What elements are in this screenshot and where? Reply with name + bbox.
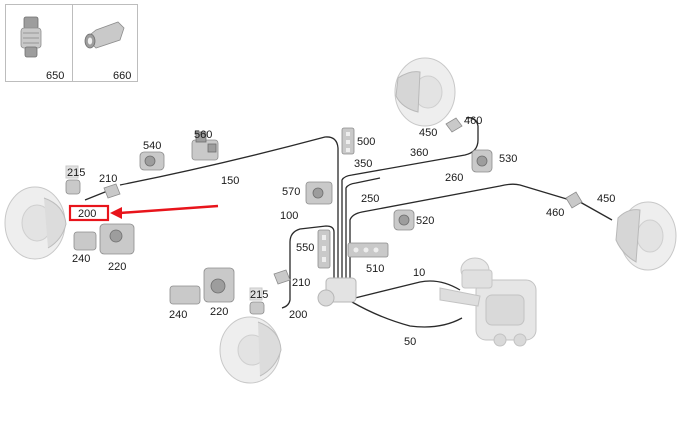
- brake-pipe-50: [351, 301, 463, 328]
- label-215-rear: 215: [250, 289, 268, 301]
- part-460-clip-rear[interactable]: [565, 191, 583, 209]
- part-510-rail[interactable]: [347, 242, 389, 258]
- inset-label-660: 660: [113, 70, 131, 82]
- label-100: 100: [280, 210, 298, 222]
- label-510: 510: [366, 263, 384, 275]
- label-220-rear: 220: [210, 306, 228, 318]
- label-10: 10: [413, 267, 425, 279]
- part-215-bleeder-rear[interactable]: [249, 287, 265, 315]
- label-570: 570: [282, 186, 300, 198]
- part-540-bracket[interactable]: [139, 151, 165, 171]
- brake-pipe-250: [349, 183, 571, 280]
- label-150: 150: [221, 175, 239, 187]
- front-left-brake-disc: [4, 186, 67, 260]
- label-240-front: 240: [72, 253, 90, 265]
- label-215-front: 215: [67, 167, 85, 179]
- part-210-clip-rear[interactable]: [273, 269, 291, 285]
- label-530: 530: [499, 153, 517, 165]
- inset-divider: [72, 5, 73, 81]
- label-560: 560: [194, 129, 212, 141]
- label-450-rear: 450: [597, 193, 615, 205]
- highlight-marker: [68, 204, 219, 222]
- label-460-rear: 460: [546, 207, 564, 219]
- label-220-front: 220: [108, 261, 126, 273]
- distributor-block[interactable]: [317, 277, 357, 307]
- brake-pipes: [84, 117, 613, 328]
- part-570-block[interactable]: [305, 181, 333, 205]
- part-240-holder-rear[interactable]: [169, 285, 201, 305]
- part-520-bracket[interactable]: [393, 209, 415, 231]
- part-500-clip[interactable]: [341, 127, 355, 155]
- label-550: 550: [296, 242, 314, 254]
- brake-pipe-100: [281, 225, 335, 309]
- label-360: 360: [410, 147, 428, 159]
- threaded-plug-icon[interactable]: [20, 16, 42, 58]
- part-560-valve[interactable]: [191, 131, 219, 161]
- label-210-rear: 210: [292, 277, 310, 289]
- part-550-clip[interactable]: [317, 229, 331, 269]
- front-right-brake-disc: [394, 57, 456, 127]
- rear-right-brake-disc: [615, 201, 677, 271]
- label-210-front: 210: [99, 173, 117, 185]
- label-200-highlight: 200: [78, 208, 96, 220]
- label-260: 260: [445, 172, 463, 184]
- label-450-front: 450: [419, 127, 437, 139]
- part-220-caliper-front[interactable]: [99, 223, 135, 255]
- brake-pipe-10: [354, 280, 461, 299]
- label-50: 50: [404, 336, 416, 348]
- label-240-rear: 240: [169, 309, 187, 321]
- label-200: 200: [289, 309, 307, 321]
- brake-booster-assembly: [439, 257, 537, 347]
- label-540: 540: [143, 140, 161, 152]
- label-350: 350: [354, 158, 372, 170]
- inset-label-650: 650: [46, 70, 64, 82]
- label-460-front: 460: [464, 115, 482, 127]
- label-500: 500: [357, 136, 375, 148]
- part-210-clip-front[interactable]: [103, 183, 121, 199]
- label-520: 520: [416, 215, 434, 227]
- part-220-caliper-rear[interactable]: [203, 267, 235, 303]
- highlight-arrow-head: [110, 207, 122, 219]
- part-215-bleeder-front[interactable]: [65, 165, 81, 195]
- highlight-arrow-line: [119, 204, 219, 215]
- brake-pipe-150: [119, 136, 339, 280]
- rear-left-brake-disc: [219, 316, 282, 384]
- brake-pipe-260: [579, 201, 613, 221]
- part-240-holder-front[interactable]: [73, 231, 97, 251]
- label-250: 250: [361, 193, 379, 205]
- brake-pipe-350: [345, 177, 381, 280]
- part-530-bracket[interactable]: [471, 149, 493, 173]
- hex-sleeve-icon[interactable]: [84, 21, 125, 49]
- part-460-clip-front[interactable]: [445, 117, 463, 133]
- highlight-box: [68, 204, 110, 222]
